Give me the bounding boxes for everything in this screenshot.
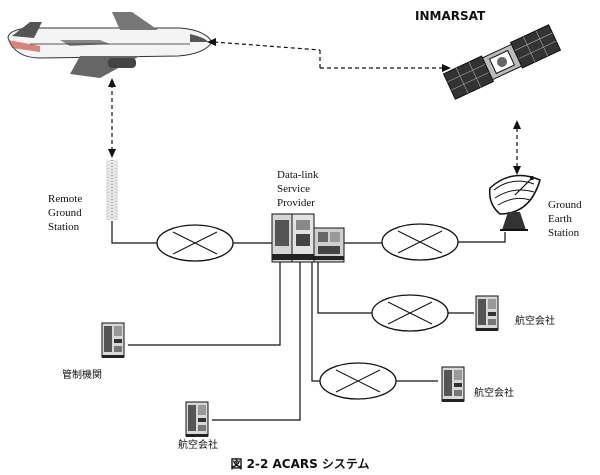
airplane-satellite-link — [207, 38, 451, 72]
network-cloud-airline-2 — [319, 362, 397, 400]
server-cluster-icon — [271, 213, 345, 263]
remote-label-line-3: Station — [48, 221, 80, 233]
data-link-service-provider-label: Data-link Service Provider — [277, 169, 319, 209]
network-cloud-west — [156, 224, 234, 262]
remote-label-line-1: Remote — [48, 193, 82, 205]
airplane-remote-station-link — [108, 78, 116, 158]
provider-label-line-2: Service — [277, 183, 310, 195]
airline-label-2: 航空会社 — [474, 386, 514, 399]
ground-earth-station-label: Ground Earth Station — [548, 199, 582, 239]
satellite-icon — [442, 24, 562, 100]
provider-label-line-1: Data-link — [277, 169, 319, 181]
atc-label: 管制機関 — [62, 368, 102, 381]
remote-label-line-2: Ground — [48, 207, 82, 219]
network-cloud-east — [381, 223, 459, 261]
atc-terminal-icon — [101, 322, 125, 359]
earth-label-line-3: Station — [548, 227, 580, 239]
satellite-dish-icon — [488, 174, 541, 231]
remote-ground-station-antenna-icon — [106, 160, 118, 220]
provider-label-line-3: Provider — [277, 197, 315, 209]
remote-ground-station-label: Remote Ground Station — [48, 193, 82, 233]
network-cloud-airline-1 — [371, 294, 449, 332]
ground-network-lines — [111, 221, 506, 421]
airline-label-3: 航空会社 — [178, 438, 218, 451]
earth-label-line-2: Earth — [548, 213, 572, 225]
airline-terminal-2-icon — [441, 366, 465, 403]
satellite-label: INMARSAT — [415, 9, 486, 23]
earth-label-line-1: Ground — [548, 199, 582, 211]
satellite-earth-station-link — [513, 120, 521, 175]
airline-terminal-1-icon — [475, 295, 499, 332]
airline-label-1: 航空会社 — [515, 314, 555, 327]
figure-caption: 図 2-2 ACARS システム — [230, 457, 369, 471]
airline-terminal-3-icon — [185, 401, 209, 438]
airplane-icon — [7, 12, 213, 78]
